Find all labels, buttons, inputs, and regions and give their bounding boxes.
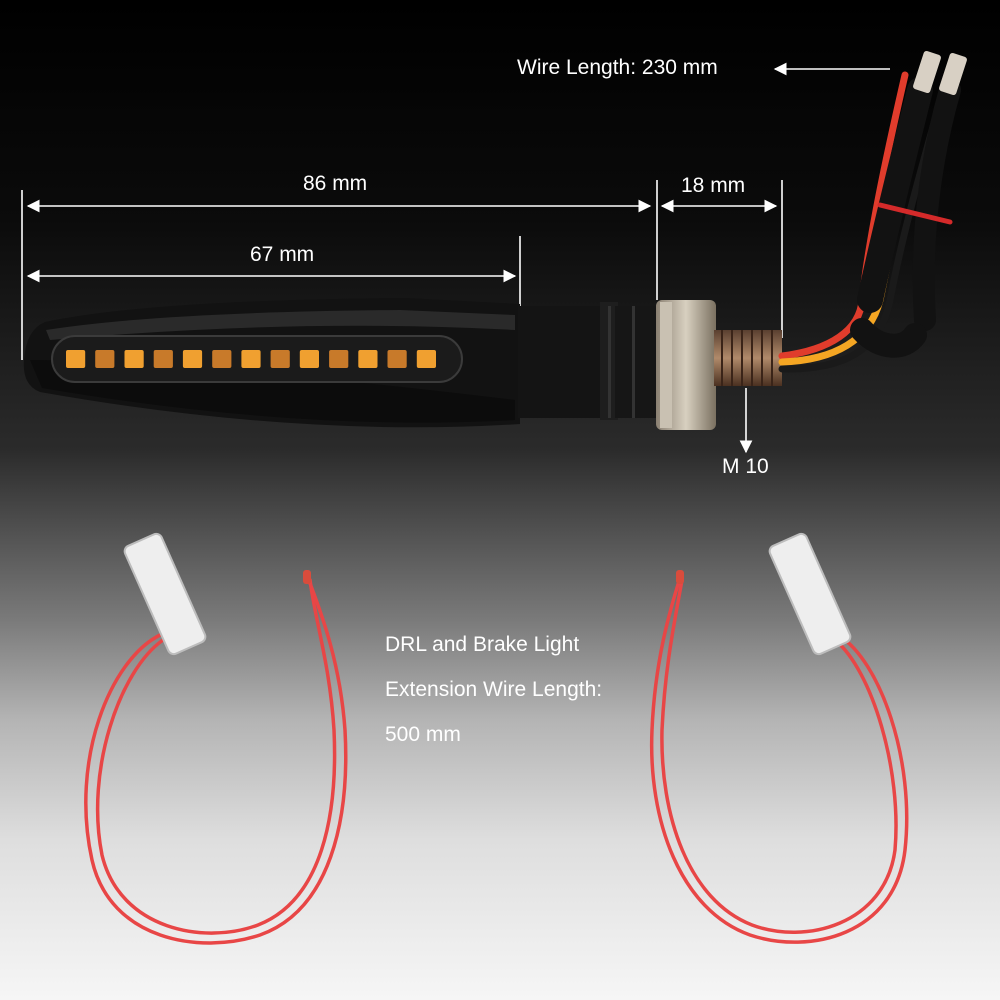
thread-size-label: M 10 bbox=[722, 455, 769, 478]
led-segment bbox=[66, 350, 86, 368]
extension-caption-line-1: DRL and Brake Light bbox=[385, 633, 580, 656]
total-length-label: 86 mm bbox=[303, 172, 368, 195]
led-segment bbox=[387, 350, 407, 368]
extension-caption-line-3: 500 mm bbox=[385, 723, 461, 746]
led-segment bbox=[329, 350, 349, 368]
extension-wire-left bbox=[84, 532, 348, 945]
dimension-lines bbox=[21, 62, 890, 454]
lens-length-label: 67 mm bbox=[250, 243, 315, 266]
led-segment bbox=[241, 350, 261, 368]
led-segment bbox=[182, 350, 203, 368]
led-segment bbox=[124, 350, 144, 368]
wire-length-label: Wire Length: 230 mm bbox=[517, 56, 718, 79]
led-segment bbox=[212, 350, 232, 368]
extension-wire-caption: DRL and Brake Light Extension Wire Lengt… bbox=[385, 622, 602, 757]
extension-caption-line-2: Extension Wire Length: bbox=[385, 678, 603, 701]
led-segment bbox=[299, 350, 319, 368]
led-segment bbox=[416, 350, 436, 368]
turn-signal-light bbox=[23, 298, 782, 430]
led-segment bbox=[153, 350, 173, 368]
led-segment bbox=[95, 350, 115, 368]
led-segment bbox=[270, 350, 290, 368]
attached-wires bbox=[778, 50, 967, 373]
thread-length-label: 18 mm bbox=[681, 174, 746, 197]
led-strip bbox=[66, 350, 436, 368]
led-segment bbox=[358, 350, 378, 368]
extension-wire-right bbox=[649, 532, 909, 944]
